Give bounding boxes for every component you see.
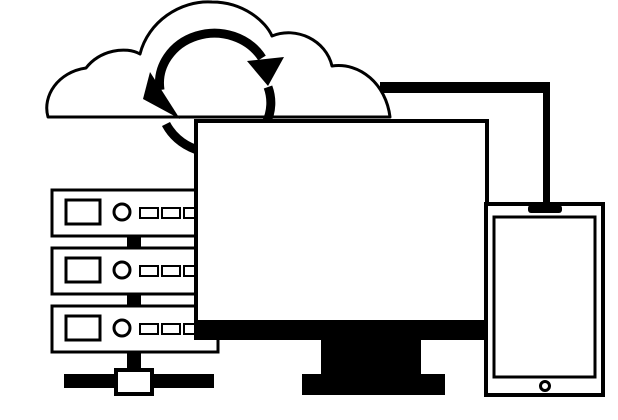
network-connector-icon [64, 352, 214, 396]
connection-line [380, 82, 550, 206]
desktop-monitor-icon [194, 119, 489, 395]
cloud-icon [45, 0, 392, 119]
server-rack-icon [50, 188, 220, 354]
tablet-icon [484, 202, 605, 397]
